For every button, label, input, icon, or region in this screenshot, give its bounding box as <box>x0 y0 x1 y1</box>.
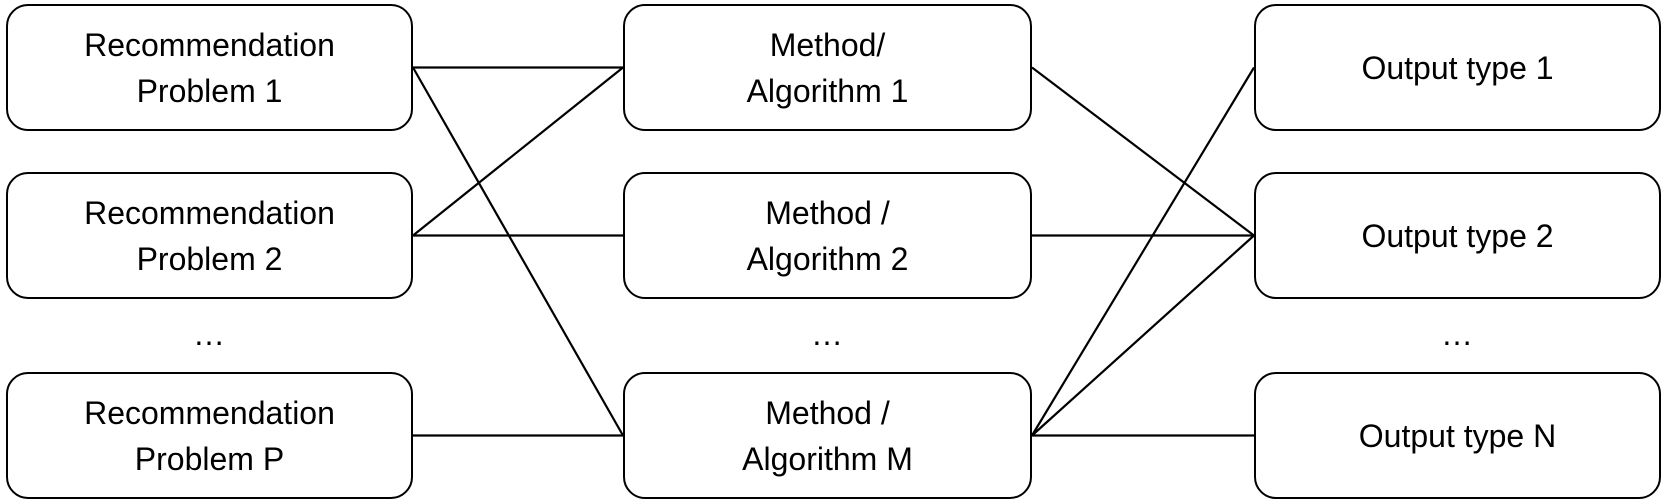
problem-node-2-label: Recommendation Problem 2 <box>84 194 335 277</box>
edge-mM-o2 <box>1031 234 1255 437</box>
method-node-m-label: Method / Algorithm M <box>742 394 913 477</box>
edge-m1-o2 <box>1031 66 1255 237</box>
output-node-2-label: Output type 2 <box>1361 217 1554 254</box>
outputs-ellipsis: … <box>1441 316 1473 352</box>
method-node-1: Method/ Algorithm 1 <box>623 4 1032 131</box>
edge-mM-o1 <box>1031 66 1255 437</box>
problem-node-p: Recommendation Problem P <box>6 372 413 499</box>
problems-ellipsis: … <box>193 316 225 352</box>
method-node-2: Method / Algorithm 2 <box>623 172 1032 299</box>
output-node-n-label: Output type N <box>1358 417 1557 454</box>
output-node-n: Output type N <box>1254 372 1661 499</box>
output-node-1-label: Output type 1 <box>1361 49 1554 86</box>
problem-node-1-label: Recommendation Problem 1 <box>84 26 335 109</box>
method-node-1-label: Method/ Algorithm 1 <box>746 26 909 109</box>
method-node-2-label: Method / Algorithm 2 <box>746 194 909 277</box>
output-node-1: Output type 1 <box>1254 4 1661 131</box>
output-node-2: Output type 2 <box>1254 172 1661 299</box>
method-node-m: Method / Algorithm M <box>623 372 1032 499</box>
edge-p1-mM <box>412 66 624 437</box>
edge-p2-m1 <box>412 66 624 237</box>
problem-node-1: Recommendation Problem 1 <box>6 4 413 131</box>
problem-node-p-label: Recommendation Problem P <box>84 394 335 477</box>
methods-ellipsis: … <box>811 316 843 352</box>
problem-node-2: Recommendation Problem 2 <box>6 172 413 299</box>
